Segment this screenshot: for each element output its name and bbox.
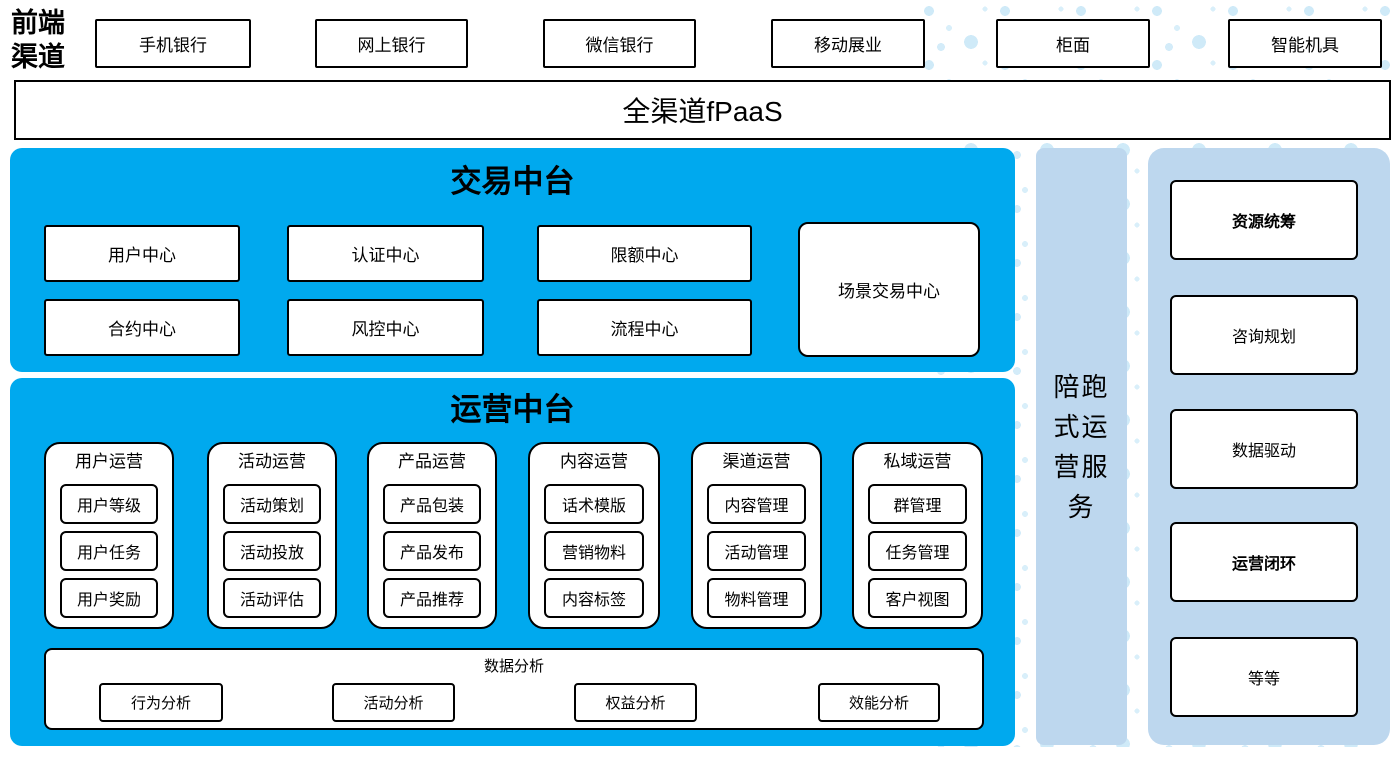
center-box-process: 流程中心: [537, 299, 752, 356]
channel-box-counter: 柜面: [996, 19, 1150, 68]
channel-box-smart-devices: 智能机具: [1228, 19, 1382, 68]
center-box-contract: 合约中心: [44, 299, 240, 356]
service-box-resource-planning: 资源统筹: [1170, 180, 1358, 260]
column-item: 活动评估: [223, 578, 321, 618]
column-item: 活动管理: [707, 531, 806, 571]
column-title: 产品运营: [398, 452, 466, 471]
operation-column-activity: 活动运营 活动策划 活动投放 活动评估: [207, 442, 337, 629]
column-item: 物料管理: [707, 578, 806, 618]
analysis-box-efficiency: 效能分析: [818, 683, 940, 722]
front-channels-label: 前端渠道: [11, 8, 65, 72]
column-item: 内容标签: [544, 578, 644, 618]
column-title: 渠道运营: [722, 452, 791, 471]
trade-platform-panel: 交易中台 用户中心 认证中心 限额中心 合约中心 风控中心 流程中心 场景交易中…: [10, 148, 1015, 372]
operation-column-product: 产品运营 产品包装 产品发布 产品推荐: [367, 442, 497, 629]
column-item: 营销物料: [544, 531, 644, 571]
service-box-etc: 等等: [1170, 637, 1358, 717]
column-item: 产品推荐: [383, 578, 481, 618]
fpaas-bar: 全渠道fPaaS: [14, 80, 1391, 140]
column-item: 用户任务: [60, 531, 158, 571]
operation-column-content: 内容运营 话术模版 营销物料 内容标签: [528, 442, 660, 629]
column-item: 活动策划: [223, 484, 321, 524]
service-panel: 资源统筹 咨询规划 数据驱动 运营闭环 等等: [1148, 148, 1390, 745]
data-analysis-title: 数据分析: [483, 658, 544, 675]
data-analysis-container: 数据分析 行为分析 活动分析 权益分析 效能分析: [44, 648, 984, 730]
operation-column-private-domain: 私域运营 群管理 任务管理 客户视图: [852, 442, 983, 629]
trade-platform-title: 交易中台: [450, 164, 575, 199]
column-item: 用户等级: [60, 484, 158, 524]
column-item: 产品发布: [383, 531, 481, 571]
center-box-risk: 风控中心: [287, 299, 484, 356]
column-title: 用户运营: [75, 452, 143, 471]
center-box-scene-trade: 场景交易中心: [798, 222, 980, 357]
column-item: 用户奖励: [60, 578, 158, 618]
center-box-auth: 认证中心: [287, 225, 484, 282]
companion-service-bar: 陪跑式运营服务: [1036, 148, 1127, 745]
column-item: 话术模版: [544, 484, 644, 524]
channel-box-online-banking: 网上银行: [315, 19, 468, 68]
analysis-box-behavior: 行为分析: [99, 683, 223, 722]
column-item: 内容管理: [707, 484, 806, 524]
column-title: 私域运营: [883, 452, 952, 471]
analysis-box-rights: 权益分析: [574, 683, 697, 722]
column-title: 活动运营: [238, 452, 306, 471]
channel-box-mobile-banking: 手机银行: [95, 19, 251, 68]
service-box-operation-loop: 运营闭环: [1170, 522, 1358, 602]
channel-box-mobile-sales: 移动展业: [771, 19, 925, 68]
service-box-consulting: 咨询规划: [1170, 295, 1358, 375]
column-item: 群管理: [868, 484, 967, 524]
companion-service-label: 陪跑式运营服务: [1053, 371, 1110, 522]
operation-column-channel: 渠道运营 内容管理 活动管理 物料管理: [691, 442, 822, 629]
analysis-box-activity: 活动分析: [332, 683, 455, 722]
center-box-user: 用户中心: [44, 225, 240, 282]
channel-box-wechat-banking: 微信银行: [543, 19, 696, 68]
column-item: 活动投放: [223, 531, 321, 571]
operation-platform-panel: 运营中台 用户运营 用户等级 用户任务 用户奖励 活动运营 活动策划 活动投放 …: [10, 378, 1015, 746]
column-item: 产品包装: [383, 484, 481, 524]
service-box-data-driven: 数据驱动: [1170, 409, 1358, 489]
column-title: 内容运营: [560, 452, 628, 471]
column-item: 任务管理: [868, 531, 967, 571]
operation-column-user: 用户运营 用户等级 用户任务 用户奖励: [44, 442, 174, 629]
center-box-limit: 限额中心: [537, 225, 752, 282]
column-item: 客户视图: [868, 578, 967, 618]
operation-platform-title: 运营中台: [450, 392, 575, 427]
